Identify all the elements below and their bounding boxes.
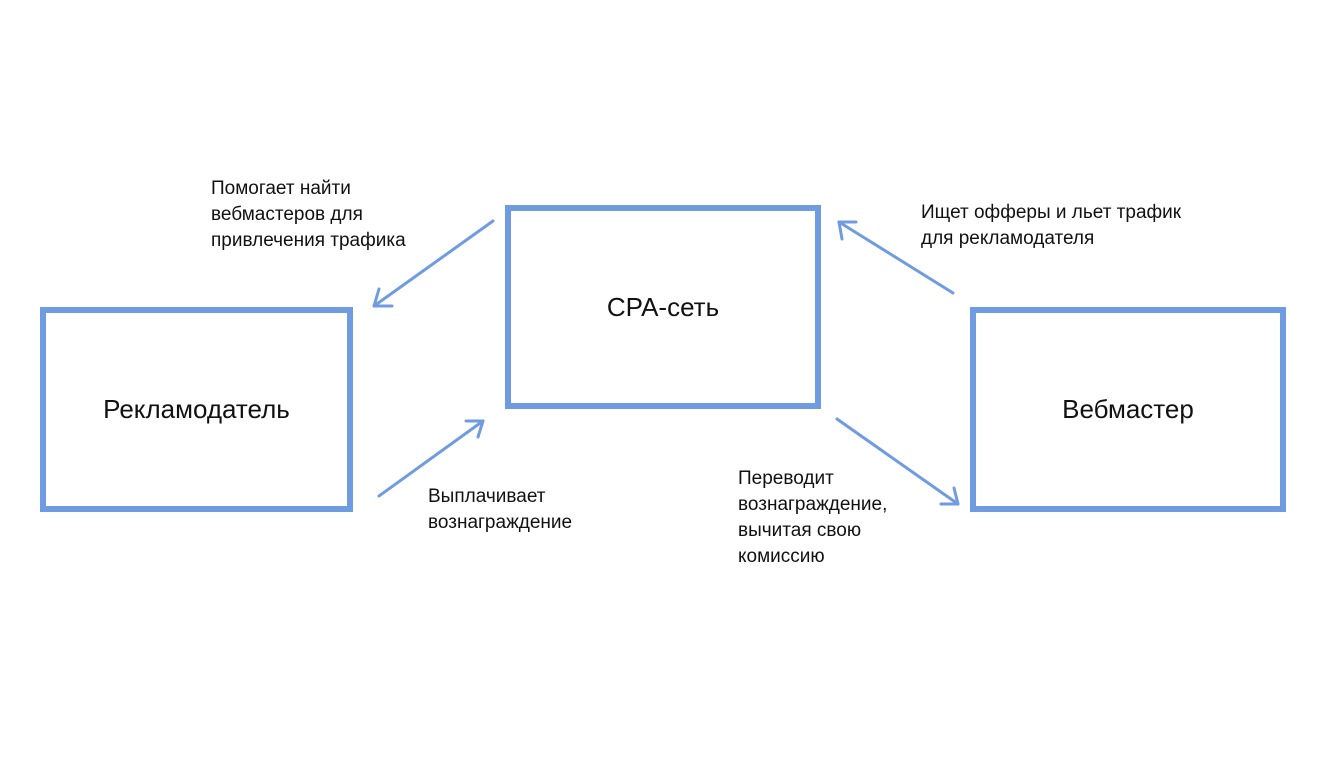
edge-label-advertiser-to-cpa: Выплачивает вознаграждение: [428, 486, 573, 533]
cpa-network-node: CPA-сеть: [505, 205, 821, 409]
webmaster-node-label: Вебмастер: [1062, 394, 1194, 424]
arrow-webmaster-to-cpa: [837, 220, 955, 295]
advertiser-node: Рекламодатель: [40, 307, 353, 512]
edge-label-webmaster-to-cpa: Ищет офферы и льет трафик для рекламодат…: [921, 202, 1182, 249]
arrow-cpa-to-webmaster: [835, 417, 960, 506]
arrow-cpa-to-advertiser: [372, 219, 495, 308]
edge-label-cpa-to-webmaster: Переводит вознаграждение, вычитая свою к…: [738, 468, 888, 567]
arrow-advertiser-to-cpa: [377, 419, 485, 498]
edge-label-cpa-to-advertiser: Помогает найти вебмастеров для привлечен…: [211, 178, 406, 251]
webmaster-node: Вебмастер: [970, 307, 1286, 512]
advertiser-node-label: Рекламодатель: [103, 394, 290, 424]
cpa-network-node-label: CPA-сеть: [606, 291, 720, 322]
